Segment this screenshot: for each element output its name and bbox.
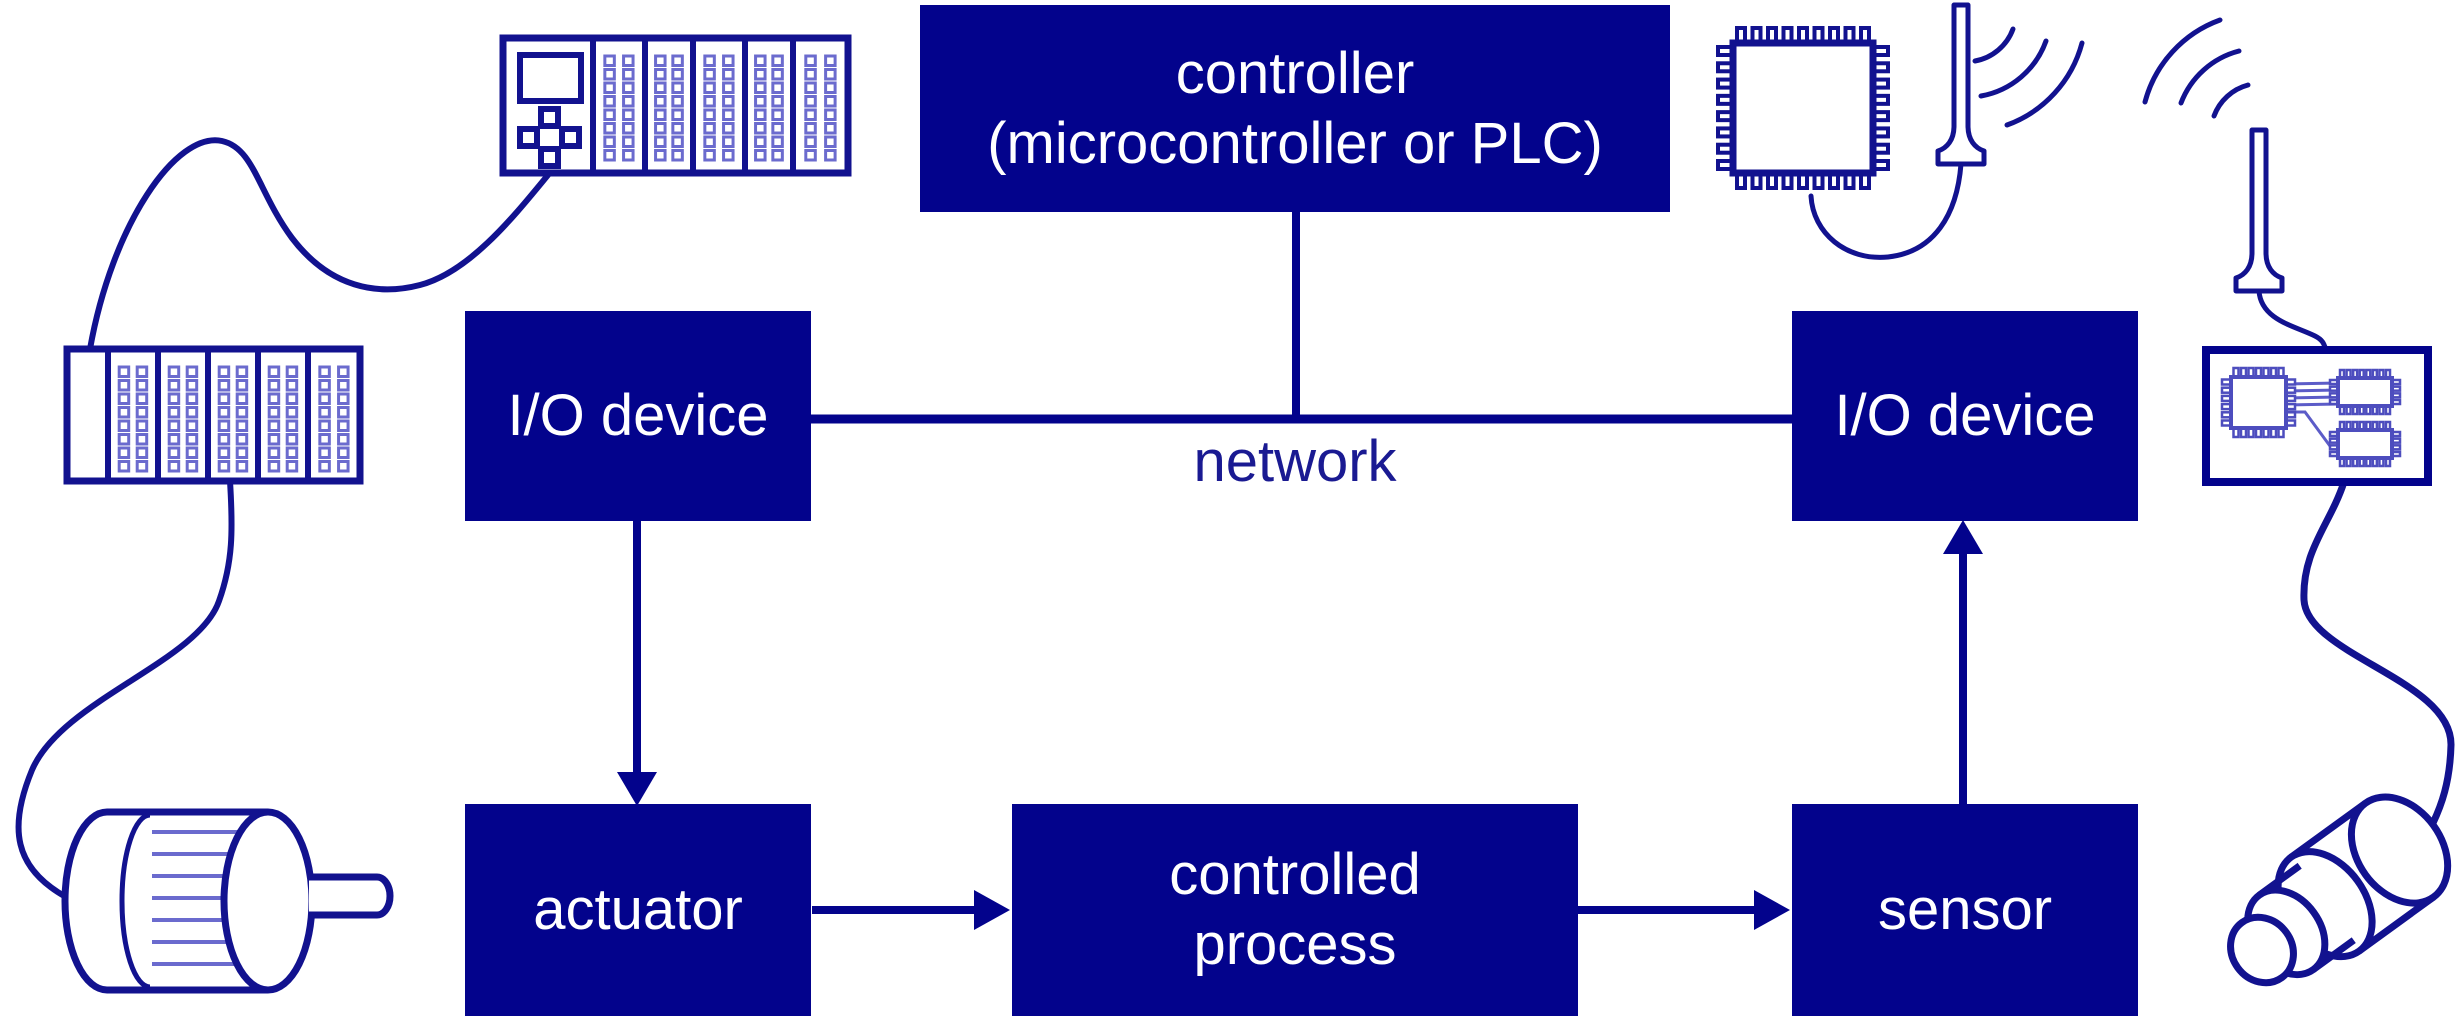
arrow-down-icon — [617, 521, 657, 806]
microcontroller-chip-icon — [1716, 26, 1890, 190]
io-device-label: I/O device — [507, 383, 769, 448]
antenna-icon — [2233, 127, 2285, 294]
antenna-icon — [1935, 2, 1987, 167]
motor-icon — [61, 808, 394, 994]
sensor-box: sensor — [1792, 804, 2138, 1016]
arrow-right-icon — [1578, 890, 1790, 930]
network-label: network — [1193, 429, 1397, 494]
io-device-left-box: I/O device — [465, 311, 811, 521]
wire-curve — [15, 137, 2455, 900]
sensor-label: sensor — [1877, 877, 2053, 942]
controller-box: controller (microcontroller or PLC) — [920, 5, 1670, 212]
plc-dpad — [517, 106, 582, 169]
io-device-right-box: I/O device — [1792, 311, 2138, 521]
actuator-box: actuator — [465, 804, 811, 1016]
roller-sensor-icon — [2227, 793, 2452, 987]
wireless-waves-icon — [1972, 26, 2085, 128]
process-label-line1: controlled — [1169, 842, 1421, 907]
plc-rack-icon — [63, 345, 364, 485]
process-label-line2: process — [1193, 912, 1397, 977]
controller-label-line2: (microcontroller or PLC) — [987, 110, 1603, 176]
circuit-board-icon — [2202, 346, 2432, 486]
controller-label-line1: controller — [1175, 40, 1415, 106]
plc-rack-icon — [499, 34, 852, 177]
actuator-label: actuator — [533, 877, 743, 942]
arrow-right-icon — [812, 890, 1010, 930]
arrow-up-icon — [1943, 520, 1983, 804]
io-device-label: I/O device — [1834, 383, 2096, 448]
plc-screen — [517, 52, 584, 104]
wireless-waves-icon — [2142, 17, 2251, 119]
controlled-process-box: controlled process — [1012, 804, 1578, 1016]
